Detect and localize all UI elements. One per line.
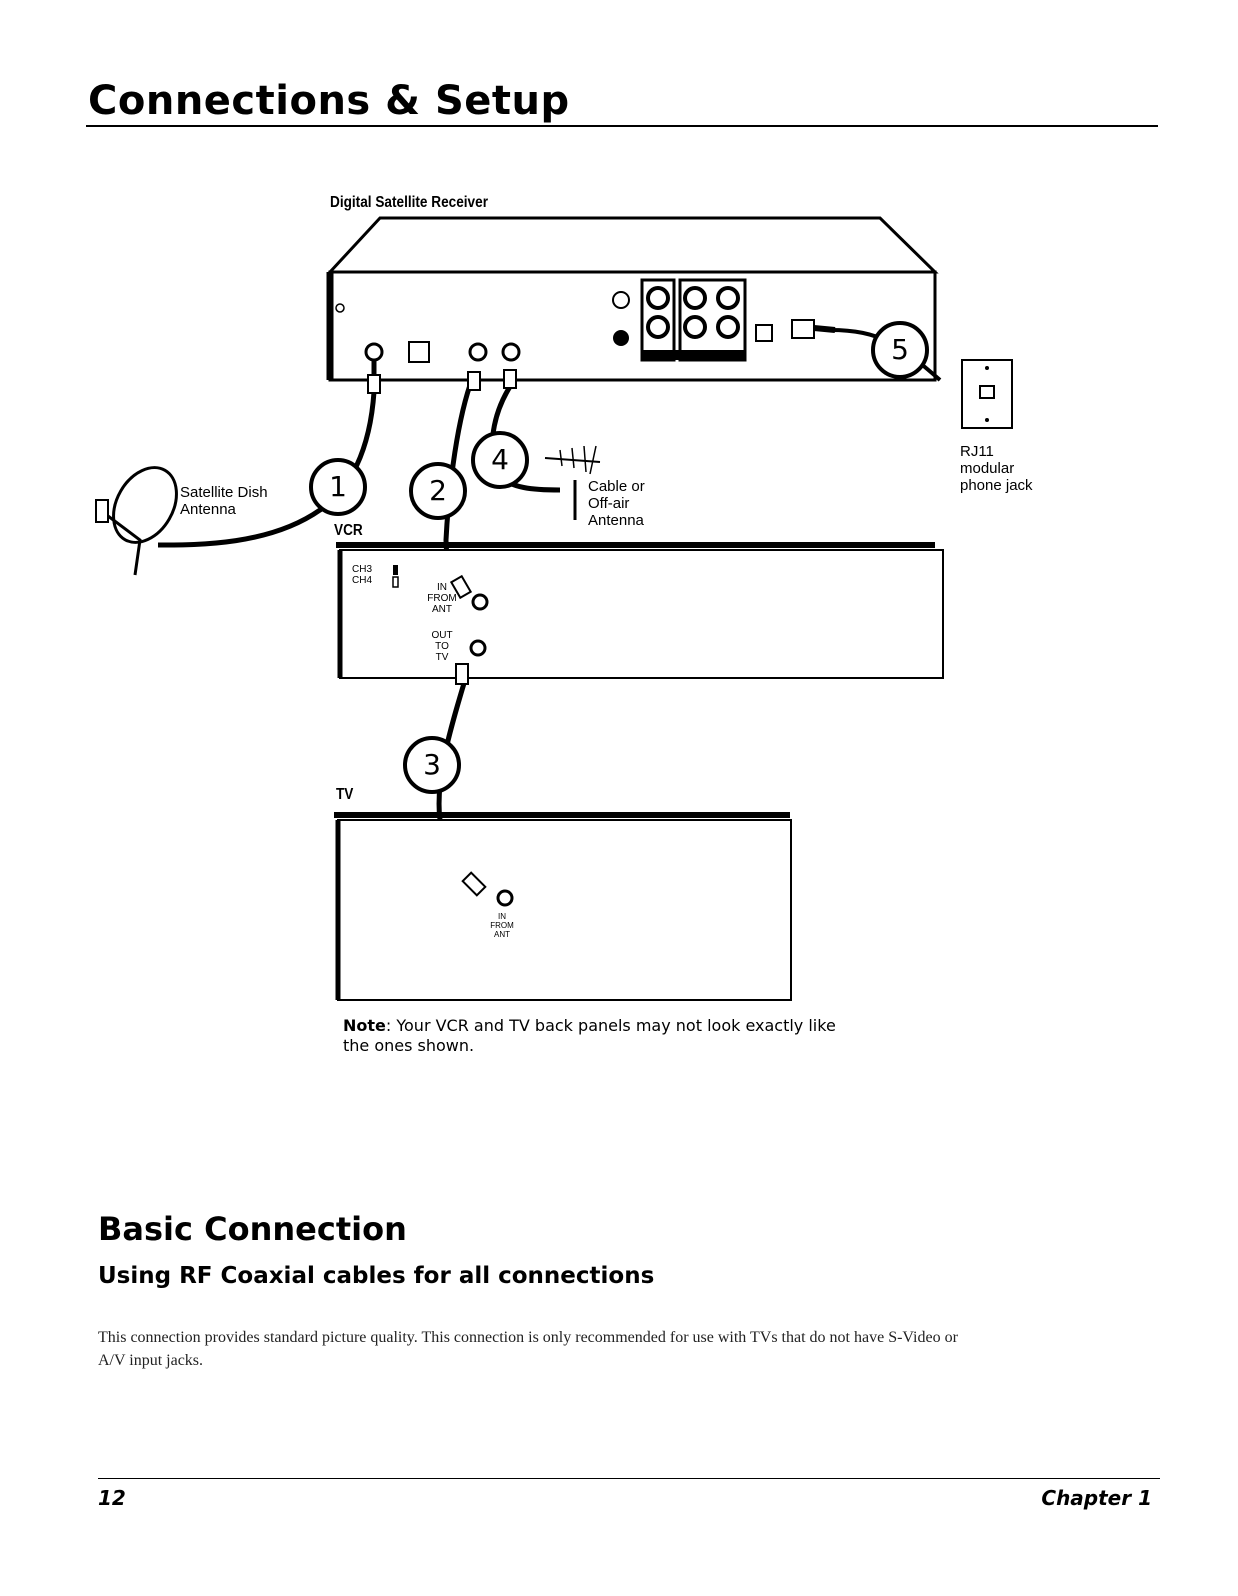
section-subtitle: Using RF Coaxial cables for all connecti…: [98, 1263, 655, 1289]
callout-4: 4: [491, 443, 509, 476]
antenna-icon: [544, 445, 601, 520]
dish-label: Satellite Dish Antenna: [180, 484, 268, 518]
vcr-channel-switch-label: CH3 CH4: [352, 564, 373, 586]
note-text: : Your VCR and TV back panels may not lo…: [343, 1016, 836, 1055]
satellite-receiver: [326, 216, 939, 382]
connection-diagram: [95, 216, 1013, 1001]
phone-jack-label: RJ11 modular phone jack: [960, 443, 1033, 494]
note-label: Note: [343, 1016, 386, 1035]
diagram-note: Note: Your VCR and TV back panels may no…: [343, 1016, 843, 1056]
tv-in-from-ant-label: IN FROM ANT: [490, 912, 514, 939]
vcr-label: VCR: [334, 522, 363, 539]
antenna-label: Cable or Off-air Antenna: [588, 478, 645, 529]
callout-5: 5: [891, 333, 909, 366]
callout-1: 1: [329, 470, 347, 503]
callout-2: 2: [429, 474, 447, 507]
callouts: [309, 321, 929, 794]
tv-back-panel: [334, 812, 792, 1001]
footer-rule: [98, 1478, 1160, 1479]
vcr-out-to-tv-label: OUT TO TV: [431, 630, 453, 663]
vcr-back-panel: [336, 542, 944, 679]
satellite-dish-icon: [95, 466, 178, 576]
vcr-in-from-ant-label: IN FROM ANT: [427, 582, 457, 615]
receiver-label: Digital Satellite Receiver: [330, 194, 488, 211]
header-rule: [86, 125, 1158, 127]
phone-wall-jack: [961, 359, 1013, 429]
callout-3: 3: [423, 748, 441, 781]
section-title: Basic Connection: [98, 1210, 407, 1248]
chapter-label: Chapter 1: [1041, 1486, 1152, 1510]
page-header-title: Connections & Setup: [88, 78, 570, 124]
tv-label: TV: [336, 786, 354, 803]
page-number: 12: [98, 1486, 126, 1510]
body-paragraph: This connection provides standard pictur…: [98, 1329, 958, 1369]
